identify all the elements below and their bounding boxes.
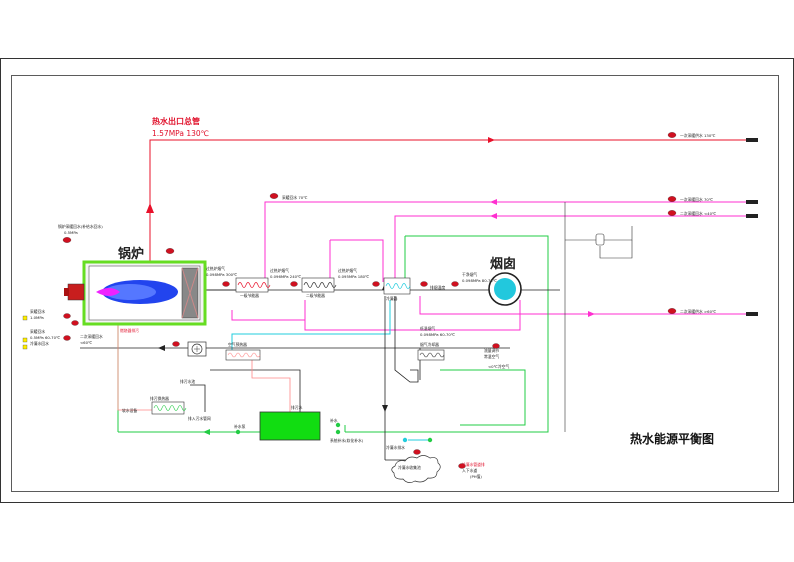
cold-air-1: 流量调节 [484,348,499,353]
eco2-in-val: 0.095MPa 180℃ [338,274,369,279]
left-b1: 采暖回水 [30,329,45,334]
condensate-label: 冷凝水排水 [386,445,405,450]
exchanger-label: 排污换热器 [150,396,169,401]
chimney-icon [488,272,522,306]
arrow-right-red-icon [488,137,495,143]
blowdown-exchanger [151,401,187,415]
left-a2: 1.0MPa [30,315,44,320]
inlet-markers [22,315,28,350]
hot-water-arrow-icon [146,203,154,213]
eco1-label: 一级节能器 [240,293,259,298]
boiler-flue-out: 过热炉烟气 [206,266,225,271]
boiler [64,260,207,326]
blowdown-lines [117,296,291,412]
makeup-exchanger-in: 软水设备 [122,408,137,413]
air-preheater [225,349,261,361]
makeup2-label: 系统补水(软化补水) [330,438,364,443]
outlet-label-2: 二次采暖回水 <40℃ [680,211,716,216]
arrow-left-icon [158,345,165,351]
cold-air-lines [231,300,430,441]
drain-top-label: 排污水池 [180,379,195,384]
makeup-water-tank [259,411,321,441]
air-preheater-label: 空气预热器 [228,342,247,347]
left-b3: 冷凝水回水 [30,341,49,346]
pit-note-2: 入下水道 [462,468,477,473]
left-b2: 0.5MPa 60-70℃ [30,335,60,340]
economizer-2 [301,277,337,293]
valve-markers [235,422,433,443]
burner [67,283,85,301]
to-drain-label: 排入污水管网 [188,416,211,421]
drain-label: 排污水 [291,405,303,410]
blowdown-label: 燃烧器排污 [120,328,139,333]
outlet-label-3: 二次采暖供水 >60℃ [680,309,716,314]
cold-air-valve [402,437,408,443]
bypass-valve [595,233,605,246]
left-top-label: 锅炉采暖回水(补给水回水) [58,224,103,229]
diagram-title: 热水能源平衡图 [630,431,714,446]
left-c2: <60℃ [80,340,92,345]
cooler-label: 冷凝器 [386,296,398,301]
makeup-label: 补水 [330,418,338,423]
gauge-markers [62,132,677,469]
eco2-in: 过热炉烟气 [338,268,357,273]
arrow-right-magenta-icon-3 [588,311,595,317]
bypass-lines [564,202,633,432]
left-top-val: 0.5MPa [64,230,78,235]
header-main-spec: 1.57MPa 130℃ [152,129,209,138]
condenser [383,277,411,295]
cold-air-3: <0℃冷空气 [488,364,509,369]
exit-temp-label: 排烟温度 [430,285,445,290]
to-chimney-label: 干净烟气 [462,272,477,277]
eco1-in: 过热炉烟气 [270,268,289,273]
outlet-label-0: 一次采暖供水 130℃ [680,133,716,138]
economizer-1 [235,277,271,293]
header-main-title: 热水出口总管 [152,116,200,126]
arrow-right-magenta-icon [490,199,497,205]
pit-label: 冷凝水收集池 [398,465,421,470]
arrow-right-green-icon [203,429,210,435]
condensate-pit [391,455,441,483]
boiler-flue-out-val: 0.098MPa 300℃ [206,272,237,277]
eco2-label: 二级节能器 [306,293,325,298]
return-header-label: 采暖回水 70℃ [282,195,308,200]
to-chimney-val: 0.098MPa 80-70℃ [462,278,497,283]
cold-air-2: 常温空气 [484,354,499,359]
left-a1: 采暖回水 [30,309,45,314]
blower-icon [187,341,207,357]
pump-label: 补水泵 [234,424,246,429]
flue-recycle-val: 0.098MPa 60-70℃ [420,332,455,337]
left-c1: 二次采暖回水 [80,334,103,339]
flue-cooler-label: 烟气冷却器 [420,342,439,347]
boiler-label: 锅炉 [118,246,144,262]
outlet-terminals [746,138,758,316]
flue-recycle-label: 低温烟气 [420,326,435,331]
inner-frame [11,75,779,492]
hot-water-lines [149,139,748,262]
arrow-down-icon [382,405,388,412]
flue-cooler [417,349,445,361]
return-water-lines [231,201,748,331]
chimney-label: 烟囱 [490,256,516,272]
eco1-in-val: 0.096MPa 240℃ [270,274,301,279]
pit-note-1: 冷凝水管道排 [462,462,485,467]
pit-note-3: (PH值) [470,474,482,479]
arrow-right-magenta-icon-2 [490,213,497,219]
outlet-label-1: 一次采暖回水 70℃ [680,197,713,202]
